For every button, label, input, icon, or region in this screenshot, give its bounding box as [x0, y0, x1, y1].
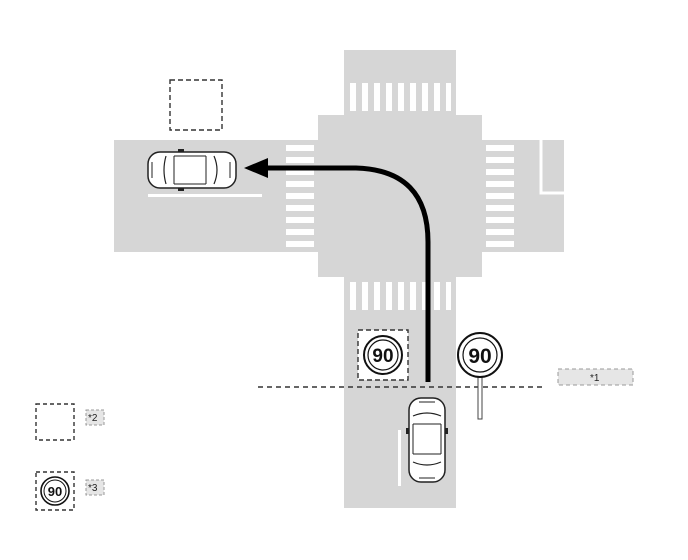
road-marking-speed-text: 90 [372, 346, 393, 367]
crosswalk-top [349, 82, 451, 112]
car-icon [406, 397, 448, 483]
stop-line-bottom [398, 430, 401, 486]
legend-item-2: *2 [35, 403, 105, 441]
car-icon [147, 149, 237, 191]
callout-1: *1 [557, 368, 634, 386]
speed-limit-sign-icon: 90 [457, 332, 503, 420]
dashed-area-icon [35, 403, 75, 441]
turn-arrow-icon [244, 158, 431, 382]
intersection-center [318, 115, 482, 277]
crosswalk-right [486, 145, 514, 247]
callout-2-label: *2 [88, 413, 98, 424]
curb-lines [539, 140, 564, 195]
crosswalk-left [286, 145, 314, 247]
legend-item-3: 90 *3 [35, 471, 105, 511]
dashed-area-icon [169, 79, 223, 131]
callout-1-label: *1 [590, 373, 600, 384]
stop-line-left [148, 194, 262, 197]
pole-sign-speed-text: 90 [468, 345, 491, 368]
road-marking-speed-box: 90 [357, 329, 409, 381]
callout-3-label: *3 [88, 483, 98, 494]
legend-speed-text: 90 [48, 484, 62, 499]
crosswalk-bottom [350, 282, 451, 310]
